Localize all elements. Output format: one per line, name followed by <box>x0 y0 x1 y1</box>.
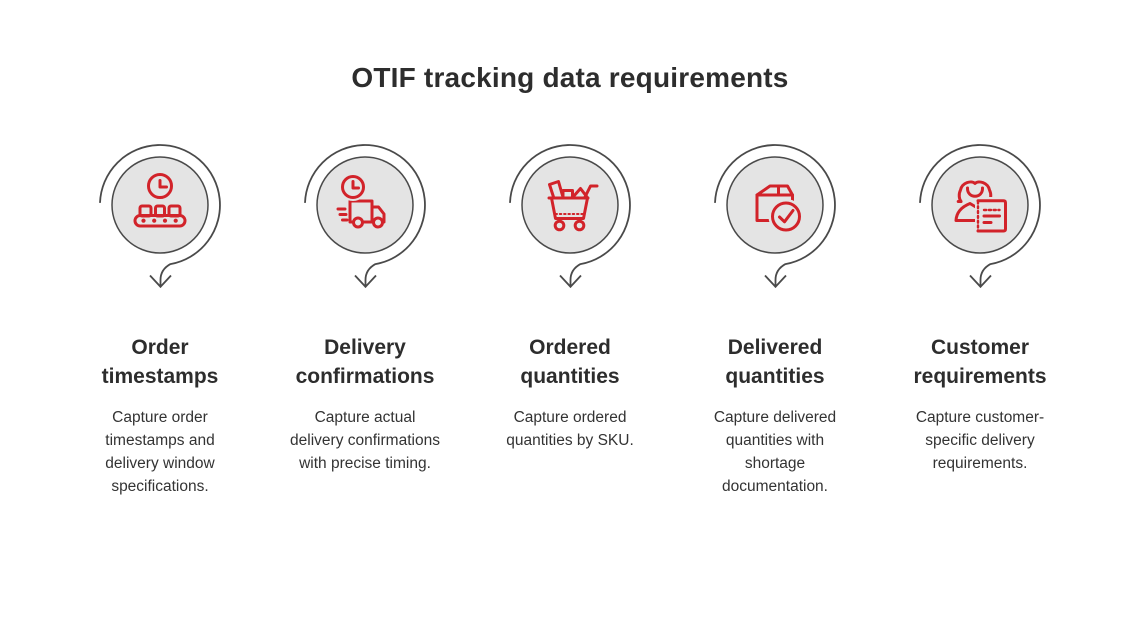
item-order-timestamps: Order timestamps Capture order timestamp… <box>58 142 263 498</box>
item-description: Capture delivered quantities with shorta… <box>713 409 837 495</box>
item-delivery-confirmations: Delivery confirmations Capture actual de… <box>263 142 468 498</box>
shopping-cart-icon <box>547 180 599 232</box>
loop-arrow-icon <box>304 144 426 288</box>
item-description: Capture actual delivery confirmations wi… <box>290 409 440 472</box>
item-description: Capture order timestamps and delivery wi… <box>105 409 215 495</box>
item-ordered-quantities: Ordered quantities Capture ordered quant… <box>468 142 673 498</box>
delivery-truck-clock-icon <box>336 173 386 229</box>
otif-infographic: OTIF tracking data requirements <box>0 62 1140 498</box>
item-delivered-quantities: Delivered quantities Capture delivered q… <box>673 142 878 498</box>
loop-arrow-badge <box>509 144 631 288</box>
customer-person-document-icon <box>954 180 1009 234</box>
item-heading: Delivery confirmations <box>295 336 435 388</box>
item-customer-requirements: Customer requirements Capture customer-s… <box>878 142 1083 498</box>
loop-arrow-badge <box>919 144 1041 288</box>
loop-arrow-badge <box>99 144 221 288</box>
package-check-icon <box>755 184 804 234</box>
item-description: Capture ordered quantities by SKU. <box>506 409 634 449</box>
item-heading: Customer requirements <box>913 336 1047 388</box>
item-heading: Order timestamps <box>101 336 219 388</box>
item-heading: Ordered quantities <box>520 336 620 388</box>
item-heading: Delivered quantities <box>725 336 825 388</box>
loop-arrow-badge <box>304 144 426 288</box>
loop-arrow-icon <box>509 144 631 288</box>
page-title: OTIF tracking data requirements <box>351 62 789 93</box>
conveyor-belt-clock-icon <box>133 173 187 228</box>
item-description: Capture customer-specific delivery requi… <box>915 409 1045 472</box>
loop-arrow-badge <box>714 144 836 288</box>
items-row: Order timestamps Capture order timestamp… <box>0 142 1140 498</box>
